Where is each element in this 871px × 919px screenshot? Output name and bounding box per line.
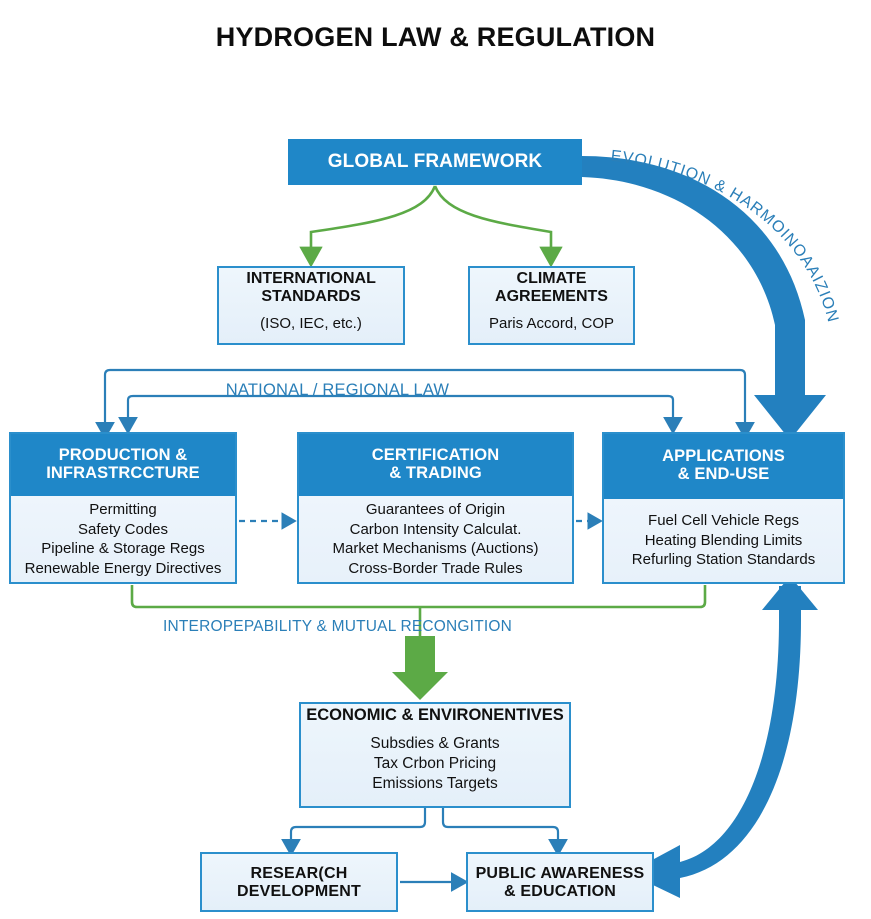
node-production-infrastructure[interactable]: PRODUCTION & INFRASTRCCTURE Permitting S… — [9, 432, 237, 584]
evolution-arc-label: EVOLUTION & HARMOINOAAIZION — [610, 148, 841, 325]
node-applications-end-use[interactable]: APPLICATIONS & END-USE Fuel Cell Vehicle… — [602, 432, 845, 584]
edge-economic-to-public — [441, 808, 568, 857]
node-economic-title: ECONOMIC & ENVIRONENTIVES — [306, 706, 564, 724]
node-economic-items: Subsdies & Grants Tax Crbon Pricing Emis… — [370, 735, 500, 793]
node-international-standards-detail: (ISO, IEC, etc.) — [260, 314, 362, 332]
label-national-regional-law: NATIONAL / REGIONAL LAW — [225, 381, 450, 399]
node-international-standards-title: INTERNATIONAL STANDARDS — [246, 270, 376, 305]
node-research-development[interactable]: RESEAR(CH DEVELOPMENT — [200, 852, 398, 912]
node-climate-agreements[interactable]: CLIMATE AGREEMENTS Paris Accord, COP — [468, 266, 635, 345]
node-climate-agreements-title: CLIMATE AGREEMENTS — [495, 270, 608, 305]
node-international-standards[interactable]: INTERNATIONAL STANDARDS (ISO, IEC, etc.) — [217, 266, 405, 345]
node-certification-trading-items: Guarantees of Origin Carbon Intensity Ca… — [299, 496, 572, 582]
arrow-interoperability-down — [392, 636, 448, 700]
node-research-development-title: RESEAR(CH DEVELOPMENT — [237, 865, 361, 900]
node-economic-environmental-incentives[interactable]: ECONOMIC & ENVIRONENTIVES Subsdies & Gra… — [299, 702, 571, 808]
node-applications-end-use-header: APPLICATIONS & END-USE — [604, 434, 843, 499]
node-public-awareness-title: PUBLIC AWARENESS & EDUCATION — [475, 865, 645, 900]
node-global-framework-title: GLOBAL FRAMEWORK — [327, 150, 543, 172]
node-production-infrastructure-items: Permitting Safety Codes Pipeline & Stora… — [11, 496, 235, 582]
node-applications-end-use-items: Fuel Cell Vehicle Regs Heating Blending … — [604, 499, 843, 582]
node-public-awareness-education[interactable]: PUBLIC AWARENESS & EDUCATION — [466, 852, 654, 912]
node-certification-trading-header: CERTIFICATION & TRADING — [299, 434, 572, 496]
page-title: HYDROGEN LAW & REGULATION — [215, 22, 656, 52]
node-climate-agreements-detail: Paris Accord, COP — [488, 314, 615, 332]
edge-global-to-standards — [299, 185, 437, 268]
node-production-infrastructure-header: PRODUCTION & INFRASTRCCTURE — [11, 434, 235, 496]
node-certification-trading[interactable]: CERTIFICATION & TRADING Guarantees of Or… — [297, 432, 574, 584]
node-global-framework[interactable]: GLOBAL FRAMEWORK — [288, 139, 582, 185]
edge-global-to-climate — [433, 185, 563, 268]
edge-economic-to-research — [281, 808, 427, 857]
label-interoperability-mutual-recognition: INTEROPEPABILITY & MUTUAL RECONGITION — [162, 618, 513, 635]
